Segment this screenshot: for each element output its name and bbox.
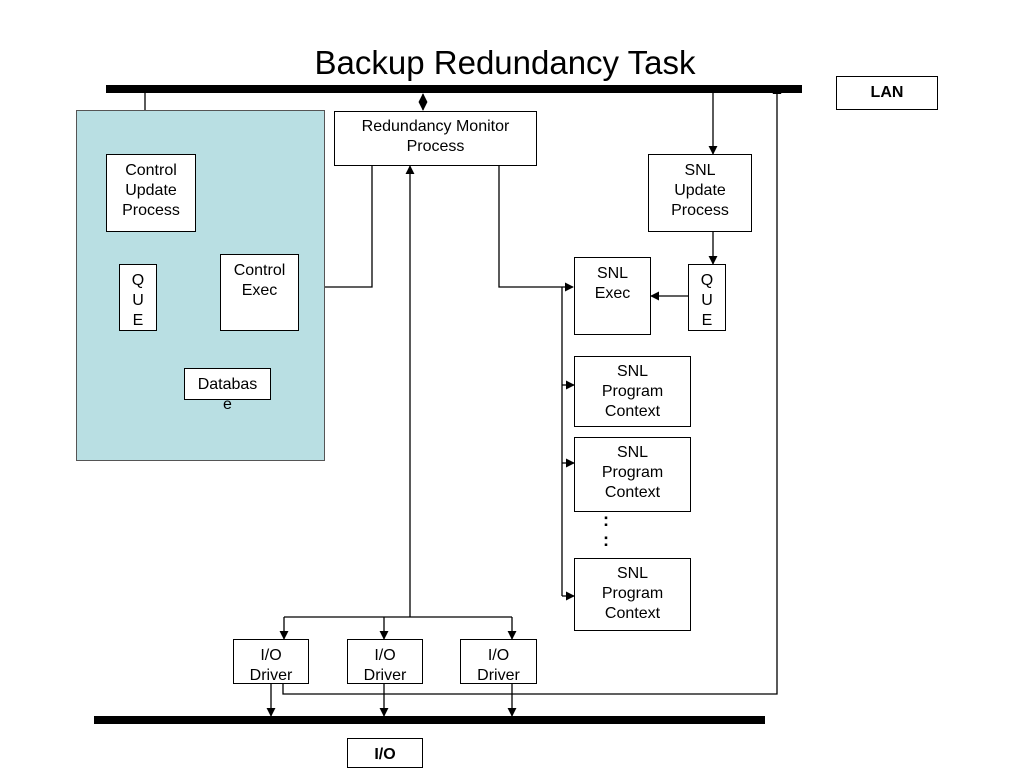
- database-line-1: Databas: [197, 376, 258, 393]
- snl-context-box-3[interactable]: SNL Program Context: [574, 558, 691, 631]
- control-exec-line-1: Control: [233, 262, 286, 279]
- io-driver-1-line-2: Driver: [249, 667, 293, 684]
- control-exec-line-2: Exec: [241, 282, 278, 299]
- redundancy-monitor-box[interactable]: Redundancy Monitor Process: [334, 111, 537, 166]
- control-que-line-1: Q: [131, 272, 145, 289]
- lan-label: LAN: [836, 76, 938, 110]
- snl-context-2-line-1: SNL: [616, 444, 649, 461]
- ellipsis-dot-1: :: [603, 510, 609, 530]
- control-que-line-3: E: [132, 312, 144, 329]
- snl-update-line-1: SNL: [684, 162, 716, 179]
- snl-que-line-2: U: [701, 292, 713, 309]
- io-driver-box-2[interactable]: I/O Driver: [347, 639, 423, 684]
- io-driver-2-line-2: Driver: [363, 667, 407, 684]
- snl-update-line-3: Process: [671, 202, 729, 219]
- io-label-text: I/O: [374, 746, 396, 763]
- control-update-line-2: Update: [125, 182, 177, 199]
- io-label: I/O: [347, 738, 423, 768]
- control-update-box[interactable]: Control Update Process: [106, 154, 196, 232]
- redundancy-monitor-line-1: Redundancy Monitor: [361, 118, 510, 135]
- snl-exec-box[interactable]: SNL Exec: [574, 257, 651, 335]
- io-driver-2-line-1: I/O: [374, 647, 396, 664]
- snl-context-box-2[interactable]: SNL Program Context: [574, 437, 691, 512]
- monitor-snl-exec-arrow: [498, 166, 574, 292]
- lan-label-text: LAN: [870, 84, 904, 101]
- snl-context-box-1[interactable]: SNL Program Context: [574, 356, 691, 427]
- ellipsis-dot-2: :: [603, 530, 609, 550]
- io-driver-box-3[interactable]: I/O Driver: [460, 639, 537, 684]
- snl-context-1-line-1: SNL: [616, 363, 649, 380]
- snl-context-ellipsis: : :: [603, 510, 613, 550]
- snl-context-3-line-2: Program: [601, 585, 664, 602]
- io-driver-1-line-1: I/O: [260, 647, 282, 664]
- io-bus: [94, 716, 765, 724]
- io-driver-3-line-1: I/O: [487, 647, 510, 664]
- snl-update-box[interactable]: SNL Update Process: [648, 154, 752, 232]
- snl-exec-line-2: Exec: [594, 285, 631, 302]
- redundancy-monitor-line-2: Process: [406, 138, 465, 155]
- database-line-2: e: [223, 396, 232, 413]
- snl-context-2-line-2: Program: [601, 464, 664, 481]
- snl-update-line-2: Update: [674, 182, 726, 199]
- snl-context-2-line-3: Context: [604, 484, 661, 501]
- control-exec-box[interactable]: Control Exec: [220, 254, 299, 331]
- snl-context-3-line-3: Context: [604, 605, 661, 622]
- io-driver-box-1[interactable]: I/O Driver: [233, 639, 309, 684]
- lan-bus: [106, 85, 802, 93]
- database-box[interactable]: Databas e: [184, 368, 271, 413]
- control-update-line-3: Process: [122, 202, 180, 219]
- diagram-title: Backup Redundancy Task: [314, 44, 696, 81]
- control-que-box[interactable]: Q U E: [119, 264, 157, 331]
- control-que-line-2: U: [132, 292, 144, 309]
- snl-que-box[interactable]: Q U E: [688, 264, 726, 331]
- control-update-line-1: Control: [125, 162, 177, 179]
- snl-context-1-line-3: Context: [604, 403, 661, 420]
- snl-que-line-3: E: [701, 312, 713, 329]
- io-driver-3-line-2: Driver: [477, 667, 520, 684]
- io-lan-return-arrow: [282, 85, 782, 695]
- snl-context-1-line-2: Program: [601, 383, 664, 400]
- snl-que-line-1: Q: [700, 272, 714, 289]
- snl-context-3-line-1: SNL: [616, 565, 649, 582]
- snl-exec-line-1: SNL: [596, 265, 629, 282]
